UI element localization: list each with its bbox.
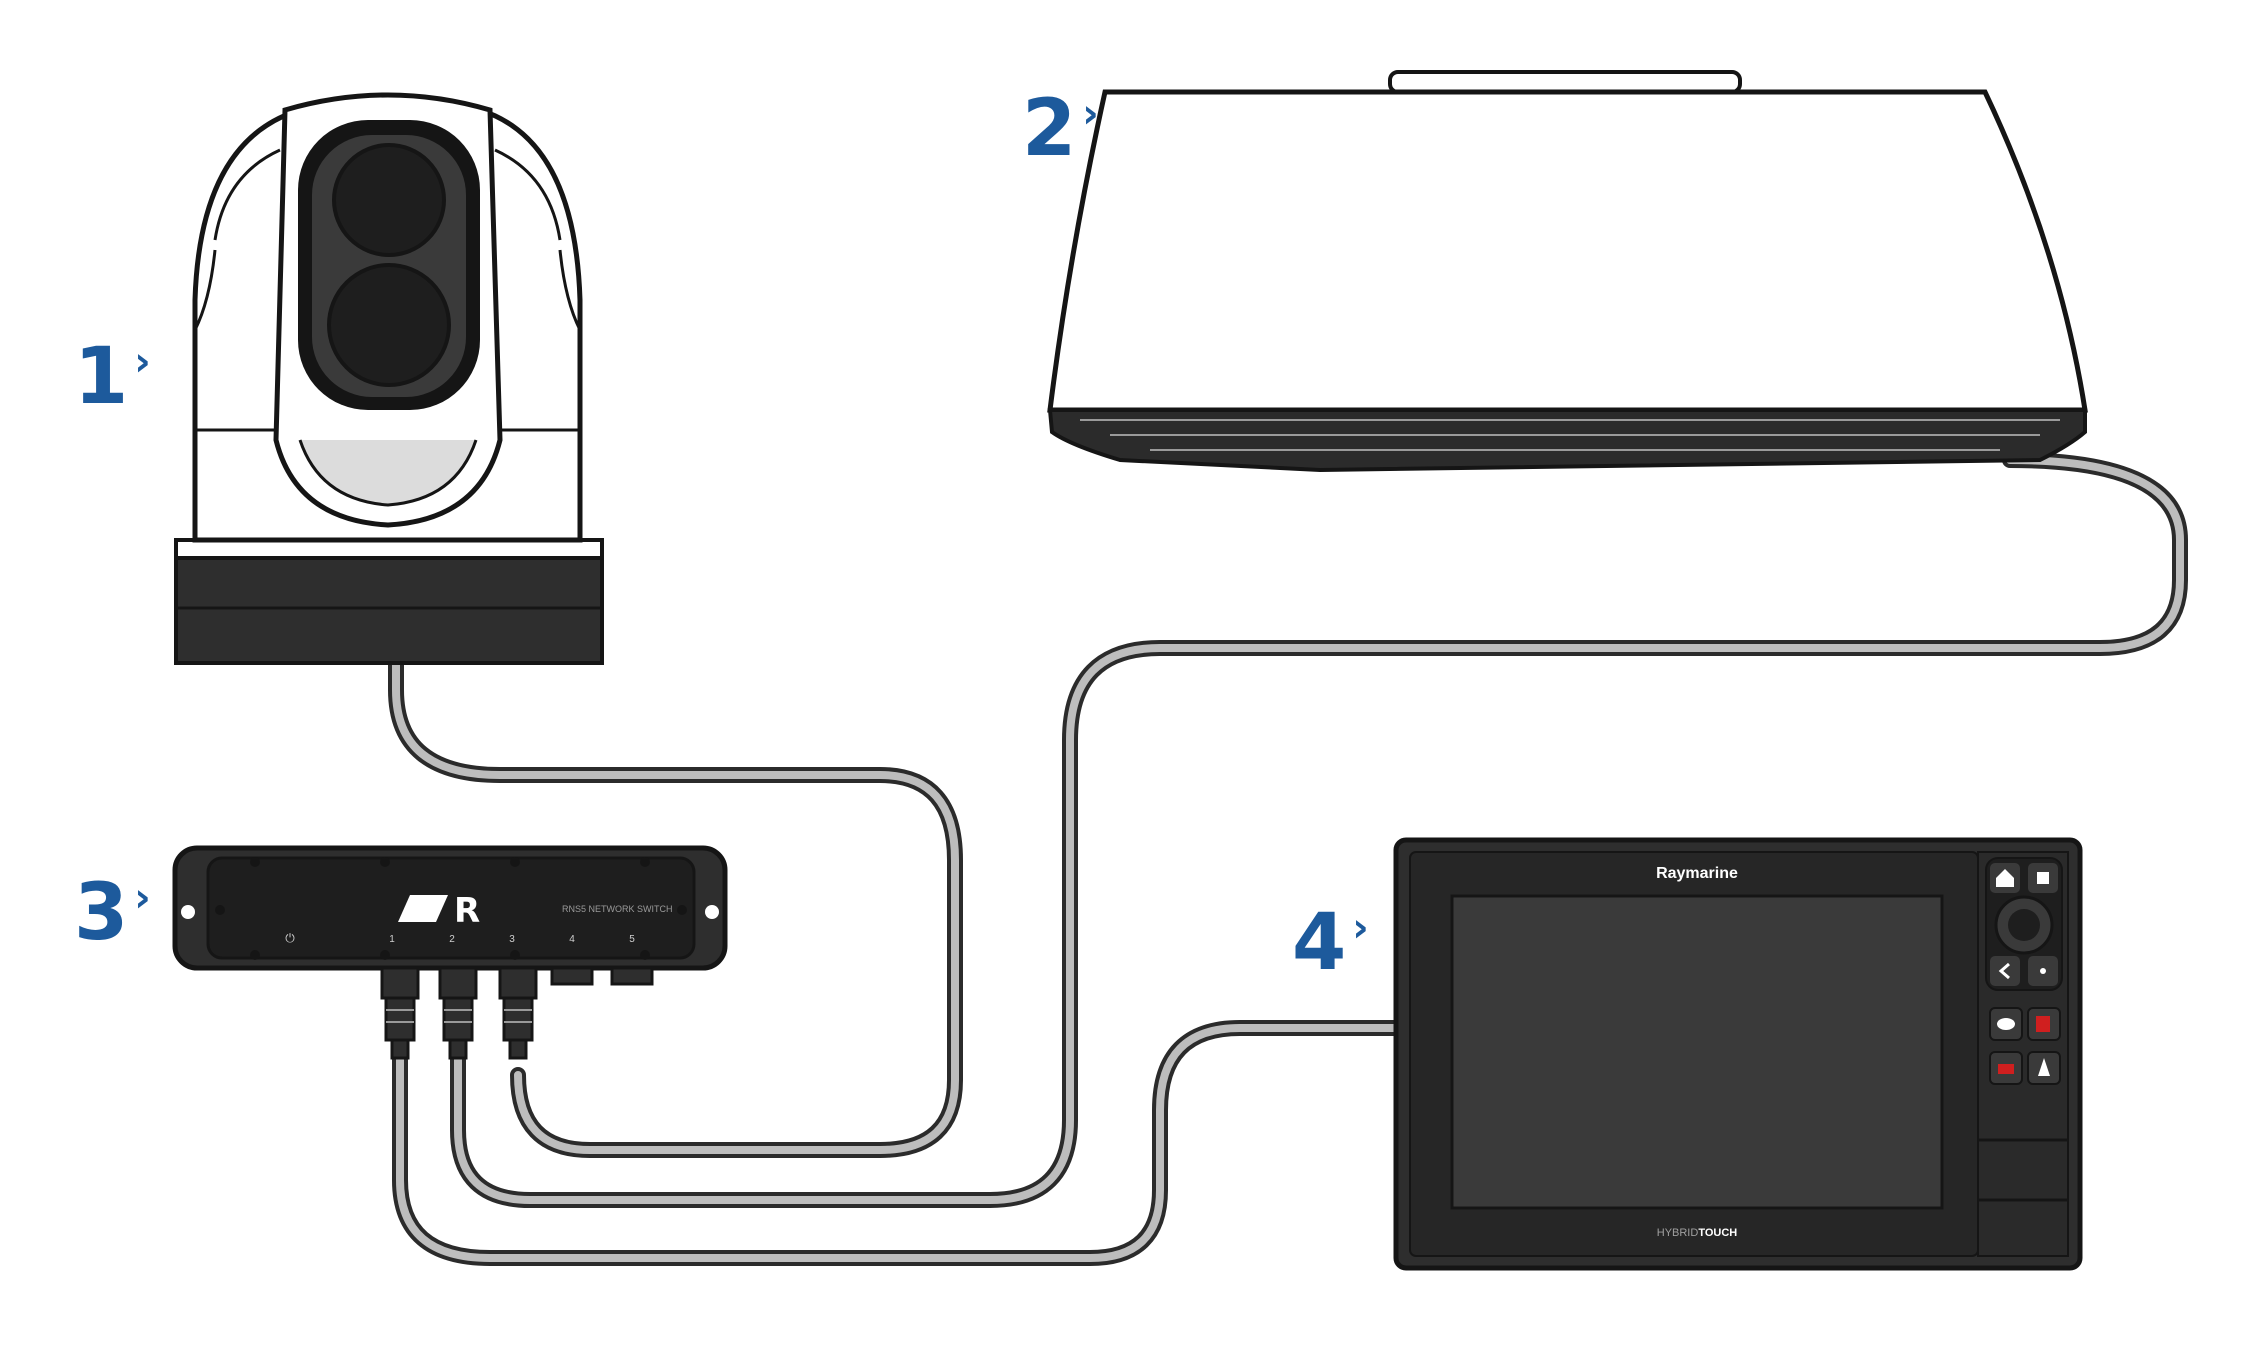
cable-camera-to-switch	[388, 647, 963, 1158]
callout-number: 2	[1022, 84, 1077, 174]
port-label-1: 1	[389, 934, 395, 945]
connector-port-3	[498, 966, 538, 1060]
callout-number: 4	[1292, 898, 1347, 988]
callout-3: 3›	[74, 874, 151, 952]
mob-icon	[1998, 1064, 2014, 1074]
radar-dome	[1047, 70, 2088, 473]
port-label-2: 2	[449, 934, 455, 945]
port-label-5: 5	[629, 934, 635, 945]
chevron-right-icon: ›	[134, 875, 151, 921]
waypoint-icon	[2036, 1016, 2050, 1032]
thermal-camera	[174, 92, 604, 665]
waypoint-button[interactable]	[2027, 1007, 2061, 1041]
back-button[interactable]	[1990, 956, 2020, 986]
network-switch: R RNS5 NETWORK SWITCH ⏻ 1 2 3 4 5	[172, 845, 728, 1060]
port-label-4: 4	[569, 934, 575, 945]
cable-radar-to-switch	[450, 452, 2188, 1208]
chevron-right-icon: ›	[134, 339, 151, 385]
cable-display-to-switch	[392, 1020, 1404, 1266]
joystick-icon	[2008, 909, 2040, 941]
display-model-suffix: TOUCH	[1698, 1227, 1737, 1239]
chevron-right-icon: ›	[1352, 905, 1369, 951]
callout-number: 3	[74, 868, 129, 958]
display-brand: Raymarine	[1656, 865, 1738, 882]
stop-icon	[2037, 872, 2049, 884]
display-screen	[1450, 894, 1944, 1210]
pilot-icon	[2038, 1058, 2050, 1076]
mob-button[interactable]	[1989, 1051, 2023, 1085]
pilot-button[interactable]	[2027, 1051, 2061, 1085]
switch-label: RNS5 NETWORK SWITCH	[562, 904, 673, 914]
home-button[interactable]	[1990, 863, 2020, 893]
display-model-prefix: HYBRID	[1657, 1227, 1699, 1239]
port-label-3: 3	[509, 934, 515, 945]
fish-button[interactable]	[1989, 1007, 2023, 1041]
connector-port-2	[438, 966, 478, 1060]
chevron-right-icon: ›	[1082, 91, 1099, 137]
callout-4: 4›	[1292, 904, 1369, 982]
dot-icon	[2040, 968, 2046, 974]
fish-icon	[1997, 1018, 2015, 1030]
power-icon: ⏻	[285, 931, 295, 945]
joystick-button[interactable]	[1994, 895, 2054, 955]
brand-logo-icon	[398, 895, 448, 922]
home-icon	[1996, 869, 2014, 887]
display-model: HYBRIDTOUCH	[1657, 1227, 1738, 1239]
callout-number: 1	[74, 332, 129, 422]
display: Raymarine HYBRIDTOUCH	[1393, 837, 2083, 1271]
back-icon	[1998, 962, 2010, 980]
callout-2: 2›	[1022, 90, 1099, 168]
stop-button[interactable]	[2028, 863, 2058, 893]
ok-button[interactable]	[2028, 956, 2058, 986]
callout-1: 1›	[74, 338, 151, 416]
connector-port-1	[380, 966, 420, 1060]
switch-logo: R	[454, 891, 480, 931]
